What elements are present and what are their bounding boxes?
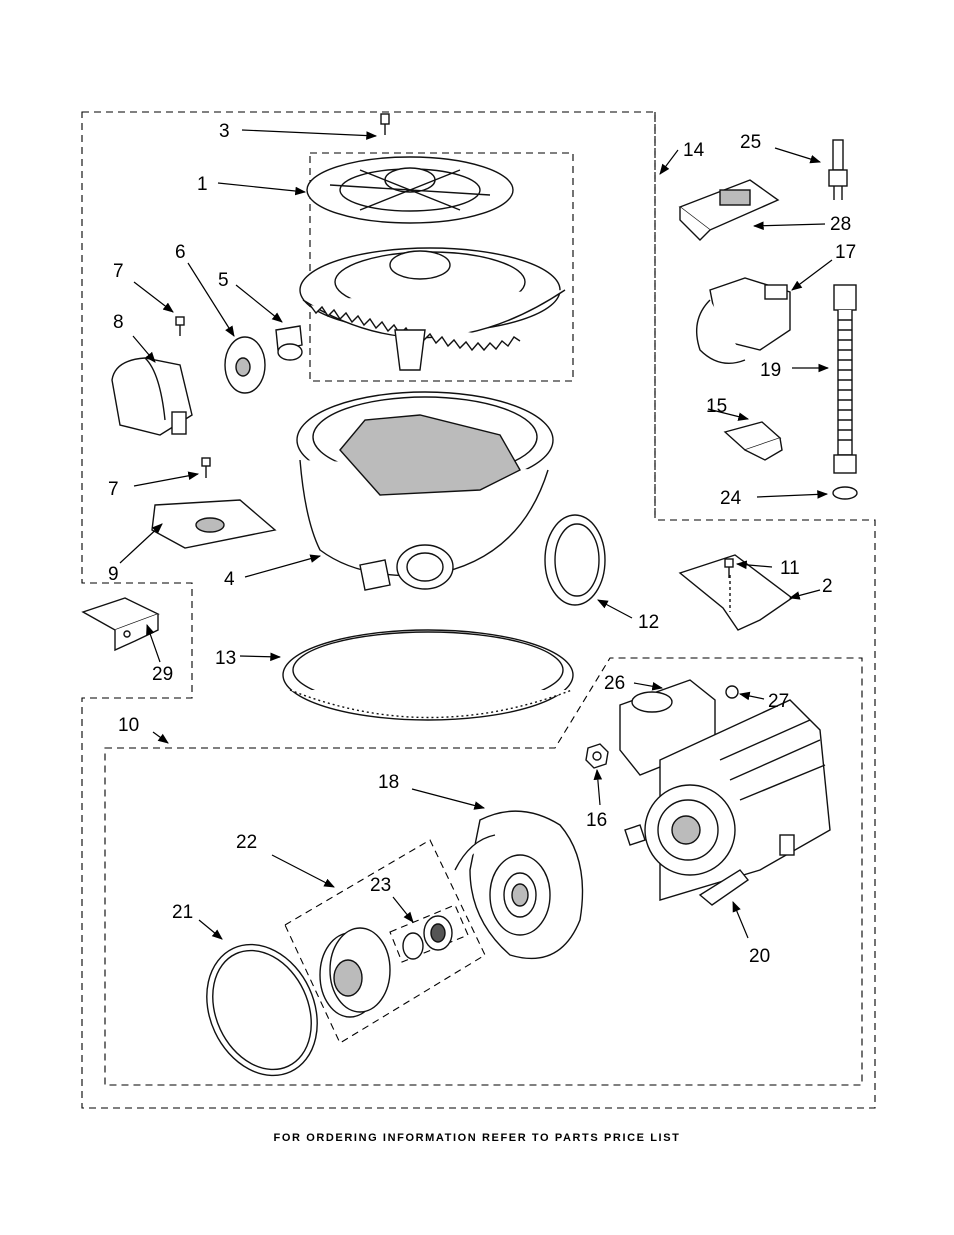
part-22-impeller [319,927,391,1018]
main-sump-group-outline [81,111,876,1109]
callout-14: 14 [683,140,705,161]
callout-7-lower: 7 [108,479,119,500]
part-24-clamp [832,486,858,500]
group-outlines [81,111,876,1109]
callout-25: 25 [740,132,761,153]
part-25-sensor [828,139,848,200]
part-29-bracket [81,597,160,652]
callout-13: 13 [215,648,236,669]
callout-5: 5 [218,270,229,291]
filter-assembly-outline [309,152,574,382]
callout-6: 6 [175,242,186,263]
callout-9: 9 [108,564,119,585]
part-3-screw [380,113,390,135]
callout-21: 21 [172,902,193,923]
ordering-info-footer: FOR ORDERING INFORMATION REFER TO PARTS … [273,1132,681,1144]
callout-23: 23 [370,875,391,896]
part-4-sump-housing [296,391,554,591]
callout-18: 18 [378,772,399,793]
part-17-housing [696,277,791,364]
callout-10: 10 [118,715,139,736]
part-1-filter-assembly [299,156,566,371]
part-6-disc [224,336,266,394]
callout-19: 19 [760,360,781,381]
callout-20: 20 [749,946,770,967]
callout-15: 15 [706,396,727,417]
part-16-nut [585,743,609,769]
callout-3: 3 [219,121,230,142]
callout-1: 1 [197,174,208,195]
part-18-pump-housing [454,810,584,960]
part-12-seal [544,514,606,606]
leader-lines [119,129,833,940]
part-20-pump-motor [619,679,831,906]
part-27-washer [725,685,739,699]
impeller-group-outline [284,839,486,1044]
part-15-clip [723,421,783,461]
callout-16: 16 [586,810,607,831]
part-8-diverter-motor [111,357,193,436]
part-23-seal [402,915,453,960]
callout-24: 24 [720,488,742,509]
part-11-screw [724,558,734,578]
part-2-shield [678,554,794,631]
callout-28: 28 [830,214,851,235]
part-28-cover [678,179,780,241]
callout-17: 17 [835,242,856,263]
seal-group-outline [389,904,469,963]
callout-26: 26 [604,673,625,694]
callout-22: 22 [236,832,257,853]
part-7-screw-lower [201,457,211,478]
callout-12: 12 [638,612,659,633]
part-19-drain-tube [833,284,857,474]
callout-11: 11 [780,558,800,579]
motor-group-outline [104,657,863,1086]
part-21-ring-gasket [206,943,318,1077]
part-13-gasket [282,629,574,721]
parts [81,113,858,1077]
callout-7-upper: 7 [113,261,124,282]
callout-2: 2 [822,576,833,597]
callout-numbers: 3 1 6 5 7 8 7 9 4 12 13 29 10 14 25 28 1… [108,121,856,967]
part-5-bracket [275,325,303,361]
part-7-screw-upper [175,316,185,336]
callout-4: 4 [224,569,235,590]
part-9-plate [151,499,277,549]
callout-27: 27 [768,691,789,712]
callout-8: 8 [113,312,124,333]
callout-29: 29 [152,664,173,685]
